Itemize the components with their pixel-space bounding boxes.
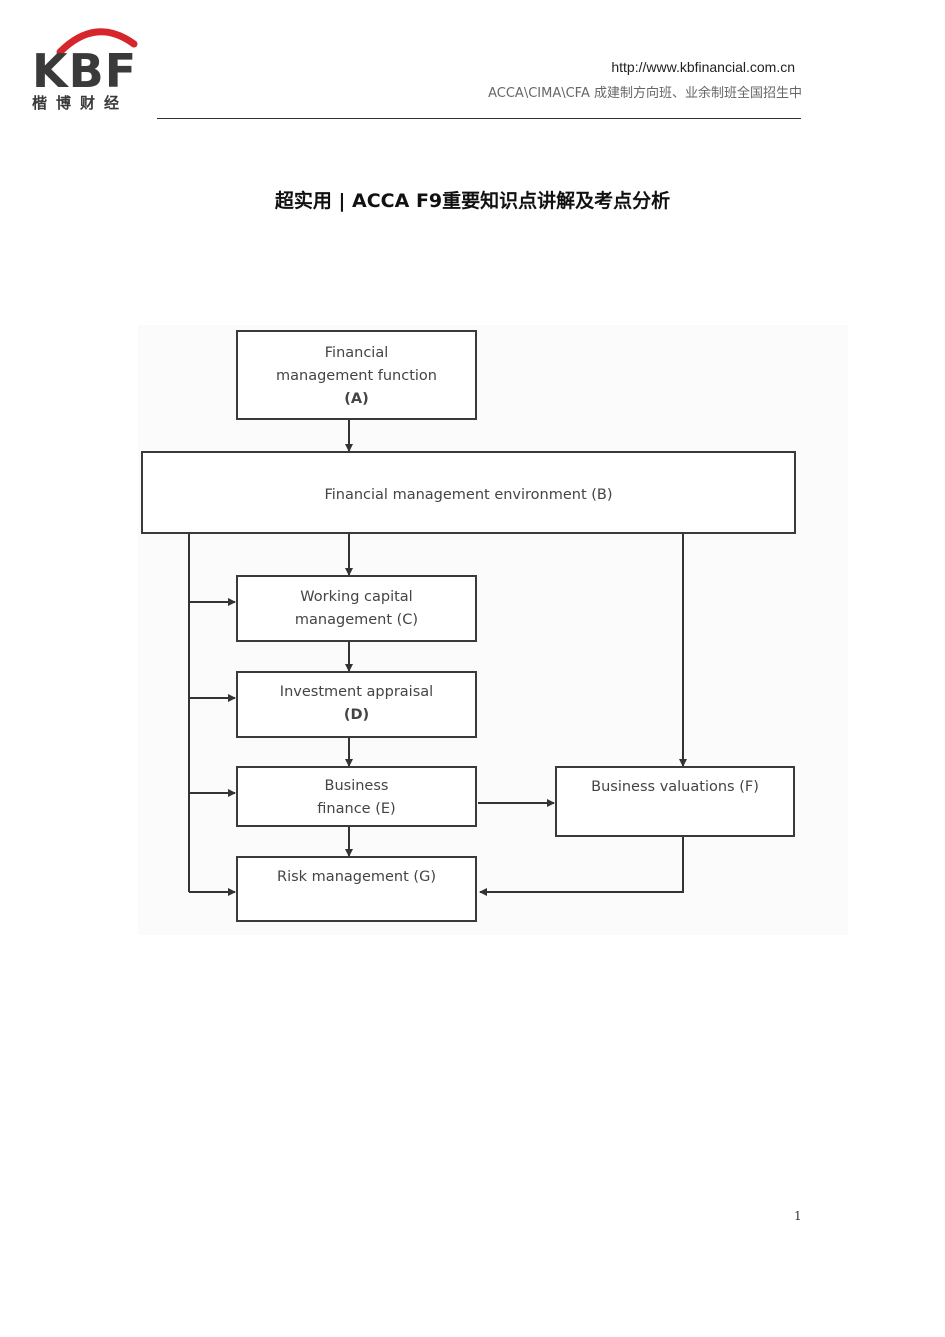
logo-letters: KBF — [32, 44, 138, 98]
header-slogan: ACCA\CIMA\CFA 成建制方向班、业余制班全国招生中 — [488, 86, 802, 101]
header-divider — [157, 118, 801, 119]
arrow-f-to-g — [479, 837, 684, 896]
box-c-line2: management (C) — [294, 612, 419, 628]
box-a-code: (A) — [344, 391, 369, 407]
box-business-finance: Business finance (E) — [236, 766, 477, 827]
box-a-line1: Financial — [324, 345, 389, 361]
document-title: 超实用 | ACCA F9重要知识点讲解及考点分析 — [274, 190, 671, 212]
box-d-code: (D) — [343, 707, 370, 723]
box-f-text: Business valuations (F) — [591, 779, 759, 795]
page-number: 1 — [794, 1209, 802, 1223]
box-b-text: Financial management environment (B) — [324, 487, 613, 503]
box-a-line2: management function — [276, 368, 437, 384]
flowchart: Financial management function (A) Financ… — [138, 325, 848, 935]
box-c-line1: Working capital — [300, 589, 413, 605]
logo-chinese-name: 楷博财经 — [32, 94, 129, 112]
box-risk-management: Risk management (G) — [236, 856, 477, 922]
box-financial-management-environment: Financial management environment (B) — [141, 451, 796, 534]
header-url[interactable]: http://www.kbfinancial.com.cn — [611, 59, 795, 75]
box-working-capital-management: Working capital management (C) — [236, 575, 477, 642]
flowchart-connectors — [188, 420, 687, 896]
box-business-valuations: Business valuations (F) — [555, 766, 795, 837]
box-financial-management-function: Financial management function (A) — [236, 330, 477, 420]
box-e-line1: Business — [324, 778, 389, 794]
logo-arc-icon — [56, 28, 138, 56]
box-d-line1: Investment appraisal — [279, 684, 434, 700]
box-g-text: Risk management (G) — [277, 869, 436, 885]
box-e-line2: finance (E) — [317, 801, 396, 817]
kbf-logo: KBF 楷博财经 — [30, 22, 140, 112]
box-investment-appraisal: Investment appraisal (D) — [236, 671, 477, 738]
